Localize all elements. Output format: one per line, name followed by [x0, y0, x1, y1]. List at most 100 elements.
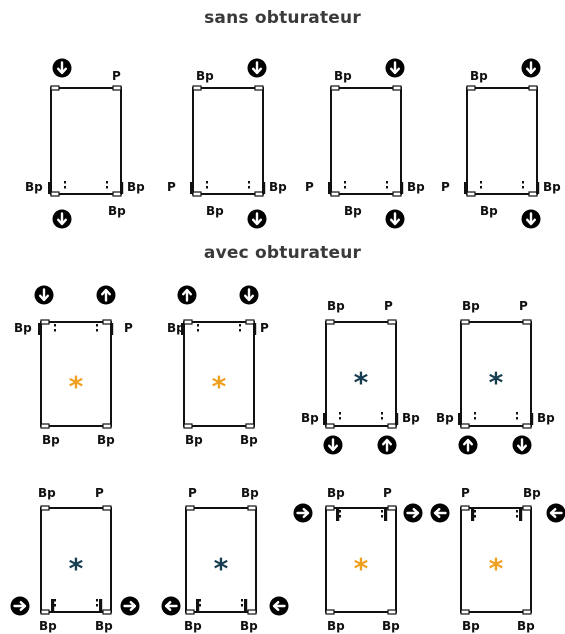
label-bp: Bp [42, 433, 60, 447]
lock-bar [120, 182, 124, 194]
hinge-tab [245, 423, 255, 429]
arrow-head [433, 508, 441, 518]
arrow-head [328, 444, 338, 452]
shutter-star: * [489, 366, 504, 399]
arrow-down-circle-icon [385, 209, 405, 229]
arrow-head [252, 67, 262, 75]
hinge-tab [50, 191, 60, 197]
arrow-glyph [39, 288, 49, 302]
lock-bar [336, 509, 340, 521]
arrow-left-circle-icon [269, 596, 289, 616]
hinge-tab [522, 319, 532, 325]
label-bp: Bp [523, 486, 541, 500]
arrow-down-circle-icon [521, 209, 541, 229]
arrow-down-circle-icon [52, 209, 72, 229]
arrow-head [390, 67, 400, 75]
arrow-up-circle-icon [377, 435, 397, 455]
arrow-up-circle-icon [96, 285, 116, 305]
hinge-tab [40, 319, 50, 325]
hinge-tab [192, 191, 202, 197]
label-p: P [112, 69, 121, 83]
label-bp: Bp [462, 619, 480, 633]
window-frame [40, 507, 112, 613]
lock-bar [253, 323, 257, 335]
label-p: P [441, 180, 450, 194]
arrow-glyph [13, 601, 27, 611]
hinge-tab [40, 505, 50, 511]
label-bp: Bp [480, 204, 498, 218]
arrow-glyph [406, 508, 420, 518]
window-frame [185, 507, 257, 613]
hinge-tab [466, 191, 476, 197]
label-bp: Bp [543, 180, 561, 194]
window-frame [460, 321, 532, 427]
hinge-tab [102, 423, 112, 429]
arrow-glyph [57, 212, 67, 226]
hinge-tab [247, 609, 257, 615]
arrow-glyph [463, 438, 473, 452]
arrow-head [39, 294, 49, 302]
hinge-tab [254, 191, 264, 197]
label-bp: Bp [517, 619, 535, 633]
arrow-down-circle-icon [521, 58, 541, 78]
arrow-head [412, 508, 420, 518]
arrow-down-circle-icon [323, 435, 343, 455]
lock-bar [244, 599, 248, 611]
arrow-glyph [549, 508, 563, 518]
arrow-glyph [526, 61, 536, 75]
arrow-head [272, 601, 280, 611]
lock-bar [458, 413, 462, 425]
hinge-tab [325, 423, 335, 429]
label-p: P [519, 299, 528, 313]
arrow-glyph [390, 61, 400, 75]
arrow-glyph [526, 212, 536, 226]
label-p: P [188, 486, 197, 500]
lock-bar [530, 413, 534, 425]
arrow-head [182, 288, 192, 296]
hinge-tab [112, 191, 122, 197]
arrow-down-circle-icon [247, 209, 267, 229]
hinge-tab [183, 423, 193, 429]
label-bp: Bp [344, 204, 362, 218]
label-bp: Bp [167, 321, 185, 335]
shutter-star: * [69, 370, 84, 403]
arrow-head [549, 508, 557, 518]
hinge-tab [185, 609, 195, 615]
arrow-glyph [182, 288, 192, 302]
hinge-tab [460, 423, 470, 429]
hinge-tab [528, 85, 538, 91]
lock-bar [464, 182, 468, 194]
lock-bar [395, 413, 399, 425]
arrow-head [382, 438, 392, 446]
hinge-tab [528, 191, 538, 197]
label-bp: Bp [241, 486, 259, 500]
window-frame [330, 87, 402, 195]
label-bp: Bp [327, 486, 345, 500]
window-frame [466, 87, 538, 195]
hinge-tab [392, 191, 402, 197]
arrow-up-circle-icon [177, 285, 197, 305]
hinge-tab [330, 191, 340, 197]
hinge-tab [330, 85, 340, 91]
lock-bar [519, 509, 523, 521]
arrow-head [19, 601, 27, 611]
hinge-tab [50, 85, 60, 91]
lock-bar [384, 509, 388, 521]
label-bp: Bp [240, 619, 258, 633]
lock-bar [38, 323, 42, 335]
shutter-star: * [354, 366, 369, 399]
hinge-tab [460, 609, 470, 615]
hinge-tab [192, 85, 202, 91]
lock-bar [190, 182, 194, 194]
arrow-glyph [252, 212, 262, 226]
arrow-right-circle-icon [293, 503, 313, 523]
